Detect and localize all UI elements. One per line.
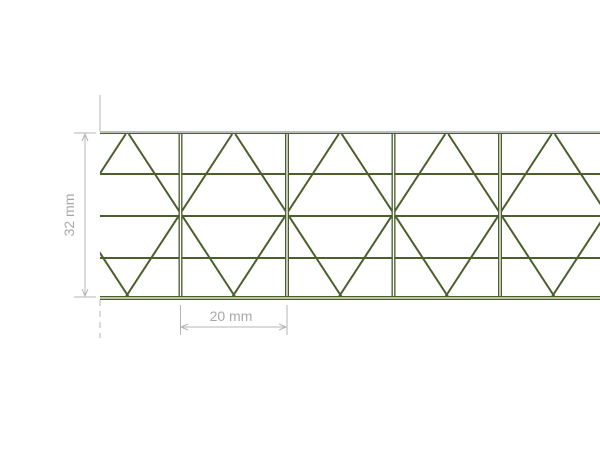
sheet-structure — [0, 131, 600, 300]
diagonal-rib — [100, 251, 130, 298]
diagonal-rib — [553, 133, 600, 206]
arrow-up-icon — [81, 132, 89, 142]
diagonal-rib — [0, 134, 22, 297]
diagonal-rib — [0, 134, 19, 297]
arrow-down-icon — [81, 288, 89, 298]
diagonal-rib — [100, 133, 127, 176]
arrow-right-icon — [278, 323, 288, 331]
pitch-label: 20 mm — [210, 308, 253, 324]
dimension-lines — [74, 95, 288, 338]
height-label: 32 mm — [61, 194, 77, 237]
diagonal-rib — [550, 221, 600, 298]
arrow-left-icon — [179, 323, 189, 331]
